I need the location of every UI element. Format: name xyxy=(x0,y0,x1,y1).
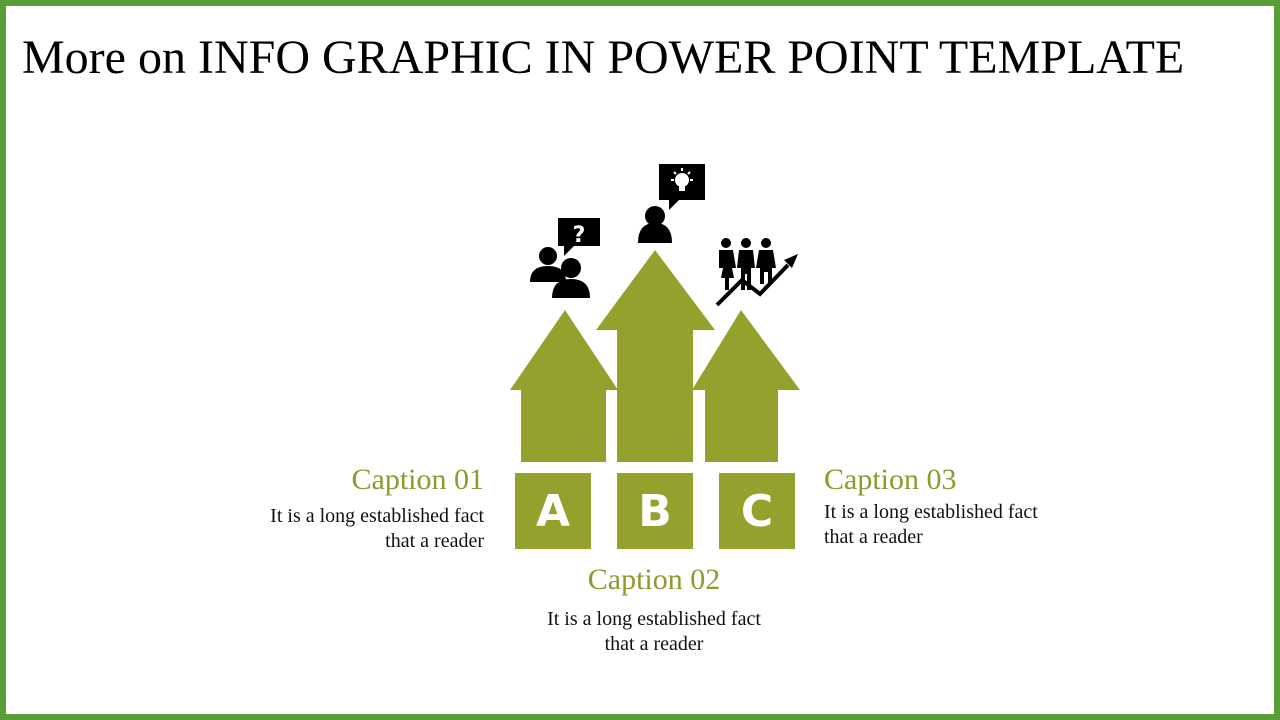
caption-01-title: Caption 01 xyxy=(351,463,485,496)
svg-text:?: ? xyxy=(573,223,586,248)
box-a: A xyxy=(515,473,591,549)
box-b-letter: B xyxy=(638,485,672,537)
arrow-left xyxy=(510,310,618,462)
arrow-center xyxy=(596,250,715,462)
caption-03-line1: It is a long established fact xyxy=(824,501,1038,523)
caption-03-title: Caption 03 xyxy=(824,463,957,496)
caption-01-line1: It is a long established fact xyxy=(270,505,484,527)
team-growth-icon xyxy=(715,238,798,307)
people-question-icon: ? xyxy=(530,218,600,298)
box-a-letter: A xyxy=(535,485,571,537)
slide-title: More on INFO GRAPHIC IN POWER POINT TEMP… xyxy=(22,31,1185,84)
caption-01-line2: that a reader xyxy=(385,530,484,552)
caption-03-text: It is a long established fact that a rea… xyxy=(824,500,1084,550)
caption-02-text: It is a long established fact that a rea… xyxy=(524,607,784,657)
box-c: C xyxy=(719,473,795,549)
arrow-right xyxy=(692,310,800,462)
caption-02-line1: It is a long established fact xyxy=(547,608,761,630)
box-b: B xyxy=(617,473,693,549)
caption-03-line2: that a reader xyxy=(824,526,923,548)
caption-02-line2: that a reader xyxy=(604,633,704,655)
box-c-letter: C xyxy=(740,485,774,537)
caption-02-title: Caption 02 xyxy=(587,563,721,596)
caption-01-text: It is a long established fact that a rea… xyxy=(224,504,484,554)
person-idea-icon xyxy=(638,164,705,243)
